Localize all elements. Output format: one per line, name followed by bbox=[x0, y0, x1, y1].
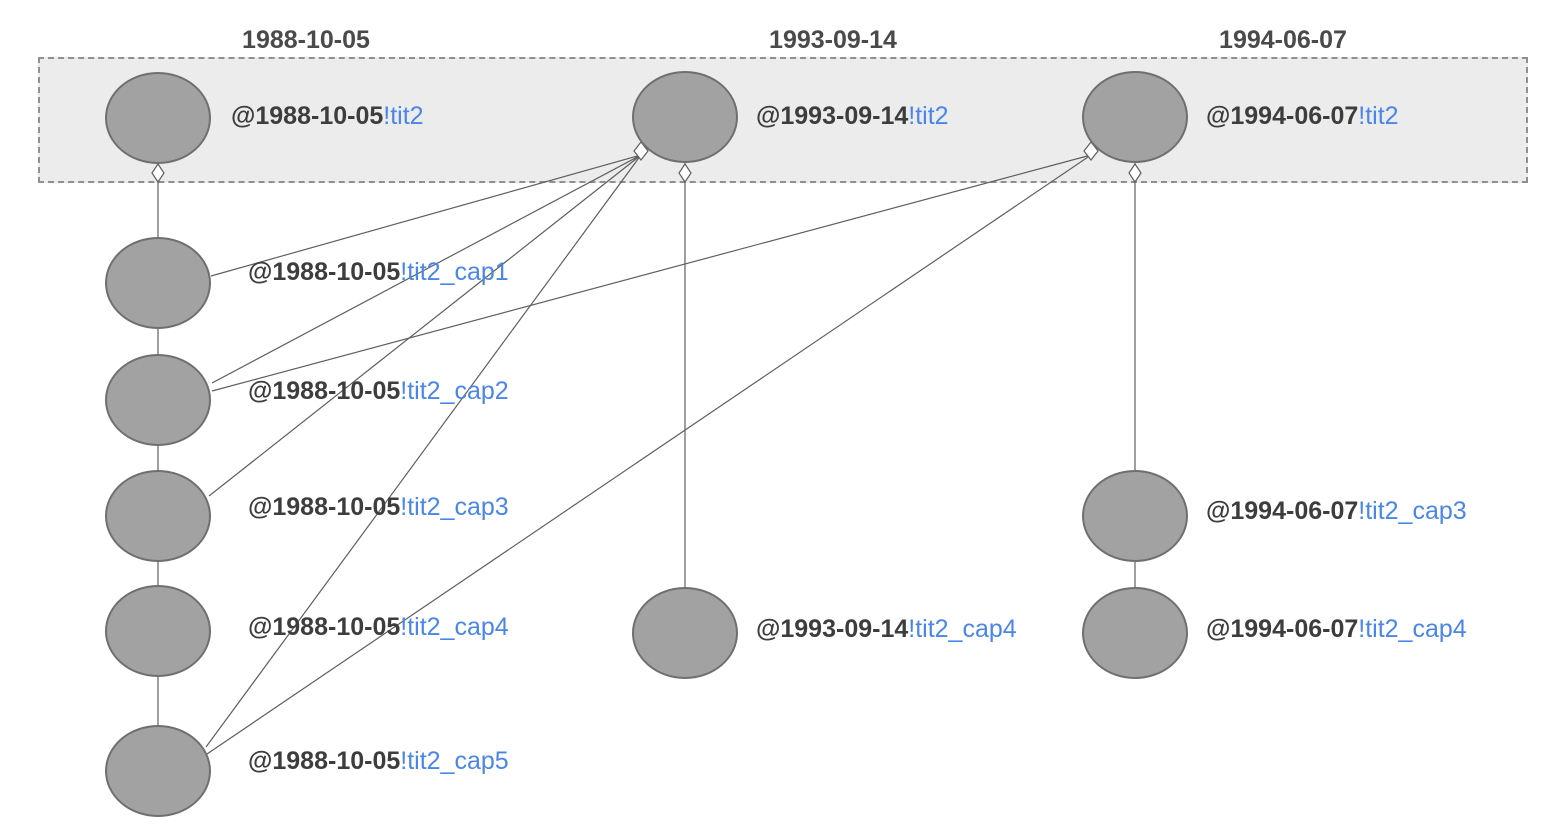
label-frame: !tit2_cap4 bbox=[908, 615, 1017, 643]
label-frame: !tit2_cap4 bbox=[1358, 615, 1467, 643]
node-tit2-1993[interactable] bbox=[632, 71, 738, 163]
label-date: @1988-10-05 bbox=[248, 613, 401, 641]
label-date: @1994-06-07 bbox=[1206, 497, 1359, 525]
label-cap4-1994: @1994-06-07!tit2_cap4 bbox=[1206, 613, 1467, 645]
label-frame: !tit2 bbox=[1358, 102, 1399, 130]
label-tit2-1993: @1993-09-14!tit2 bbox=[756, 100, 949, 132]
label-date: @1993-09-14 bbox=[756, 615, 909, 643]
label-cap3-1988: @1988-10-05!tit2_cap3 bbox=[248, 491, 509, 523]
node-cap3-1988[interactable] bbox=[105, 470, 211, 562]
node-cap4-1988[interactable] bbox=[105, 585, 211, 677]
node-cap4-1993[interactable] bbox=[632, 587, 738, 679]
label-tit2-1988: @1988-10-05!tit2 bbox=[231, 100, 424, 132]
label-date: @1994-06-07 bbox=[1206, 102, 1359, 130]
label-cap1-1988: @1988-10-05!tit2_cap1 bbox=[248, 256, 509, 288]
edge-tit2-1993-cap2-1988 bbox=[211, 154, 642, 384]
diamond-tit2-1988 bbox=[151, 162, 165, 184]
node-tit2-1988[interactable] bbox=[105, 72, 211, 164]
edge-tit2-1993-cap5-1988 bbox=[205, 154, 642, 748]
label-frame: !tit2_cap1 bbox=[400, 258, 509, 286]
node-cap5-1988[interactable] bbox=[105, 725, 211, 817]
edge-tit2-1994-cap2-1988 bbox=[211, 154, 1092, 392]
column-header-1994: 1994-06-07 bbox=[1219, 26, 1347, 54]
edge-tit2-1993-cap1-1988 bbox=[210, 154, 642, 277]
label-cap2-1988: @1988-10-05!tit2_cap2 bbox=[248, 375, 509, 407]
label-cap3-1994: @1994-06-07!tit2_cap3 bbox=[1206, 495, 1467, 527]
label-date: @1988-10-05 bbox=[248, 258, 401, 286]
label-date: @1993-09-14 bbox=[756, 102, 909, 130]
label-date: @1988-10-05 bbox=[248, 377, 401, 405]
node-cap3-1994[interactable] bbox=[1082, 470, 1188, 562]
label-frame: !tit2_cap3 bbox=[400, 493, 509, 521]
label-cap4-1993: @1993-09-14!tit2_cap4 bbox=[756, 613, 1017, 645]
label-date: @1988-10-05 bbox=[231, 102, 384, 130]
label-date: @1988-10-05 bbox=[248, 747, 401, 775]
node-cap2-1988[interactable] bbox=[105, 354, 211, 446]
label-frame: !tit2_cap2 bbox=[400, 377, 509, 405]
label-date: @1988-10-05 bbox=[248, 493, 401, 521]
label-cap5-1988: @1988-10-05!tit2_cap5 bbox=[248, 745, 509, 777]
edge-tit2-1994-cap5-1988 bbox=[206, 154, 1092, 755]
diamond-tit2-1994-vertical bbox=[1128, 162, 1142, 184]
timeline-header-band bbox=[38, 57, 1528, 183]
label-frame: !tit2 bbox=[908, 102, 949, 130]
node-tit2-1994[interactable] bbox=[1082, 71, 1188, 163]
node-cap4-1994[interactable] bbox=[1082, 587, 1188, 679]
label-tit2-1994: @1994-06-07!tit2 bbox=[1206, 100, 1399, 132]
edge-tit2-1993-cap3-1988 bbox=[208, 154, 642, 497]
column-header-1993: 1993-09-14 bbox=[769, 26, 897, 54]
label-frame: !tit2_cap4 bbox=[400, 613, 509, 641]
diamond-tit2-1993-vertical bbox=[678, 162, 692, 184]
label-frame: !tit2_cap3 bbox=[1358, 497, 1467, 525]
label-cap4-1988: @1988-10-05!tit2_cap4 bbox=[248, 611, 509, 643]
label-frame: !tit2_cap5 bbox=[400, 747, 509, 775]
label-frame: !tit2 bbox=[383, 102, 424, 130]
column-header-1988: 1988-10-05 bbox=[242, 26, 370, 54]
node-cap1-1988[interactable] bbox=[105, 237, 211, 329]
label-date: @1994-06-07 bbox=[1206, 615, 1359, 643]
